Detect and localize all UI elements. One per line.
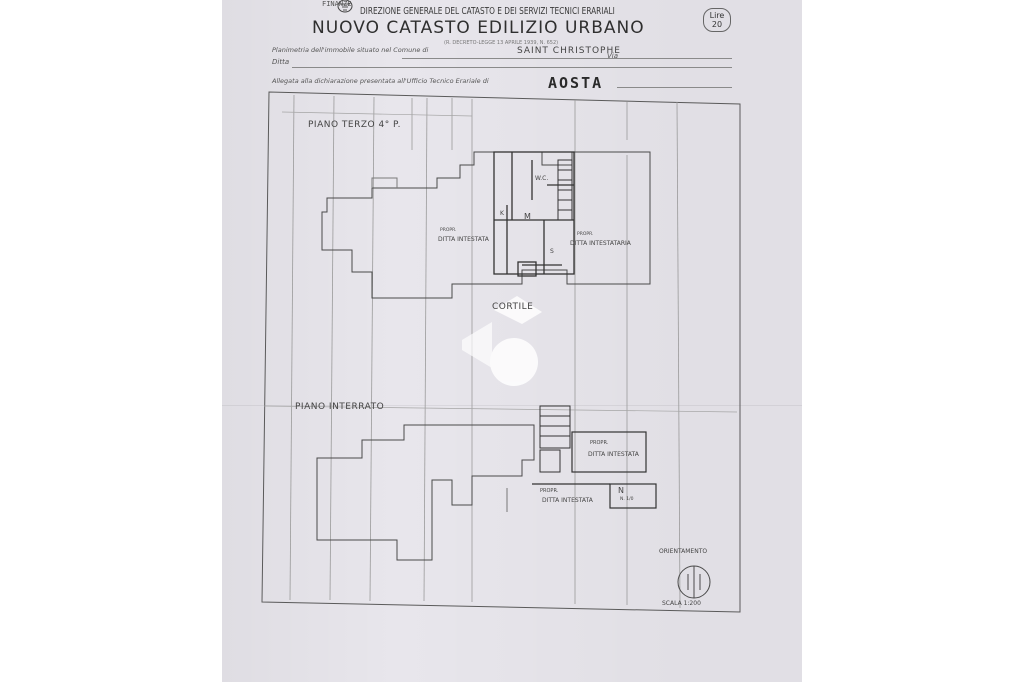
ditta-underline [292,67,732,68]
decree-note: (R. DECRETO-LEGGE 13 APRILE 1939, N. 652… [444,40,559,46]
courtyard-label: CORTILE [492,302,534,312]
lire-label: Lire [709,11,725,20]
owner-right-prefix: PROPR. [577,232,594,237]
orientation-label: ORIENTAMENTO [659,548,708,555]
plan-frame [261,91,741,613]
ufficio-value: AOSTA [548,74,604,92]
document-title: NUOVO CATASTO EDILIZIO URBANO [312,18,645,38]
paper-fold [222,405,802,406]
lire-stamp: Lire 20 [703,8,731,32]
owner-left: DITTA INTESTATA [438,236,489,243]
cellar-letter: N [618,486,624,495]
cellar-top-prefix: PROPR. [590,440,609,446]
planimetria-label: Planimetria dell'immobile situato nel Co… [272,46,429,54]
room-s: S [550,248,554,255]
scale-label: SCALA 1:200 [662,600,701,607]
cellar-top-owner: DITTA INTESTATA [588,451,639,458]
document-paper: FINANZE DIREZIONE GENERALE DEL CATASTO E… [222,0,802,682]
direzione-label: DIREZIONE GENERALE DEL CATASTO E DEI SER… [360,6,615,17]
state-emblem-icon [337,0,353,13]
ufficio-underline [617,87,732,88]
upper-floor-label: PIANO TERZO 4° P. [308,120,401,130]
cellar-bottom-prefix: PROPR. [540,488,559,494]
room-k: K [500,210,504,217]
ministry-label: FINANZE [322,0,352,8]
floor-plan-drawing [261,91,741,613]
owner-right: DITTA INTESTATARIA [570,240,631,247]
room-m: M [524,212,531,221]
cellar-number: N. 1/0 [620,497,634,502]
owner-left-prefix: PROPR. [440,228,457,233]
comune-value: SAINT CHRISTOPHE [517,46,621,56]
lire-value: 20 [711,20,723,29]
basement-label: PIANO INTERRATO [295,402,385,412]
cellar-bottom-owner: DITTA INTESTATA [542,497,593,504]
ditta-label: Ditta [272,58,290,66]
via-label: Via [607,52,619,60]
allegata-label: Allegata alla dichiarazione presentata a… [272,77,489,85]
room-wc: W.C. [535,175,549,182]
watermark-logo-icon [462,296,542,386]
comune-underline [402,58,732,59]
